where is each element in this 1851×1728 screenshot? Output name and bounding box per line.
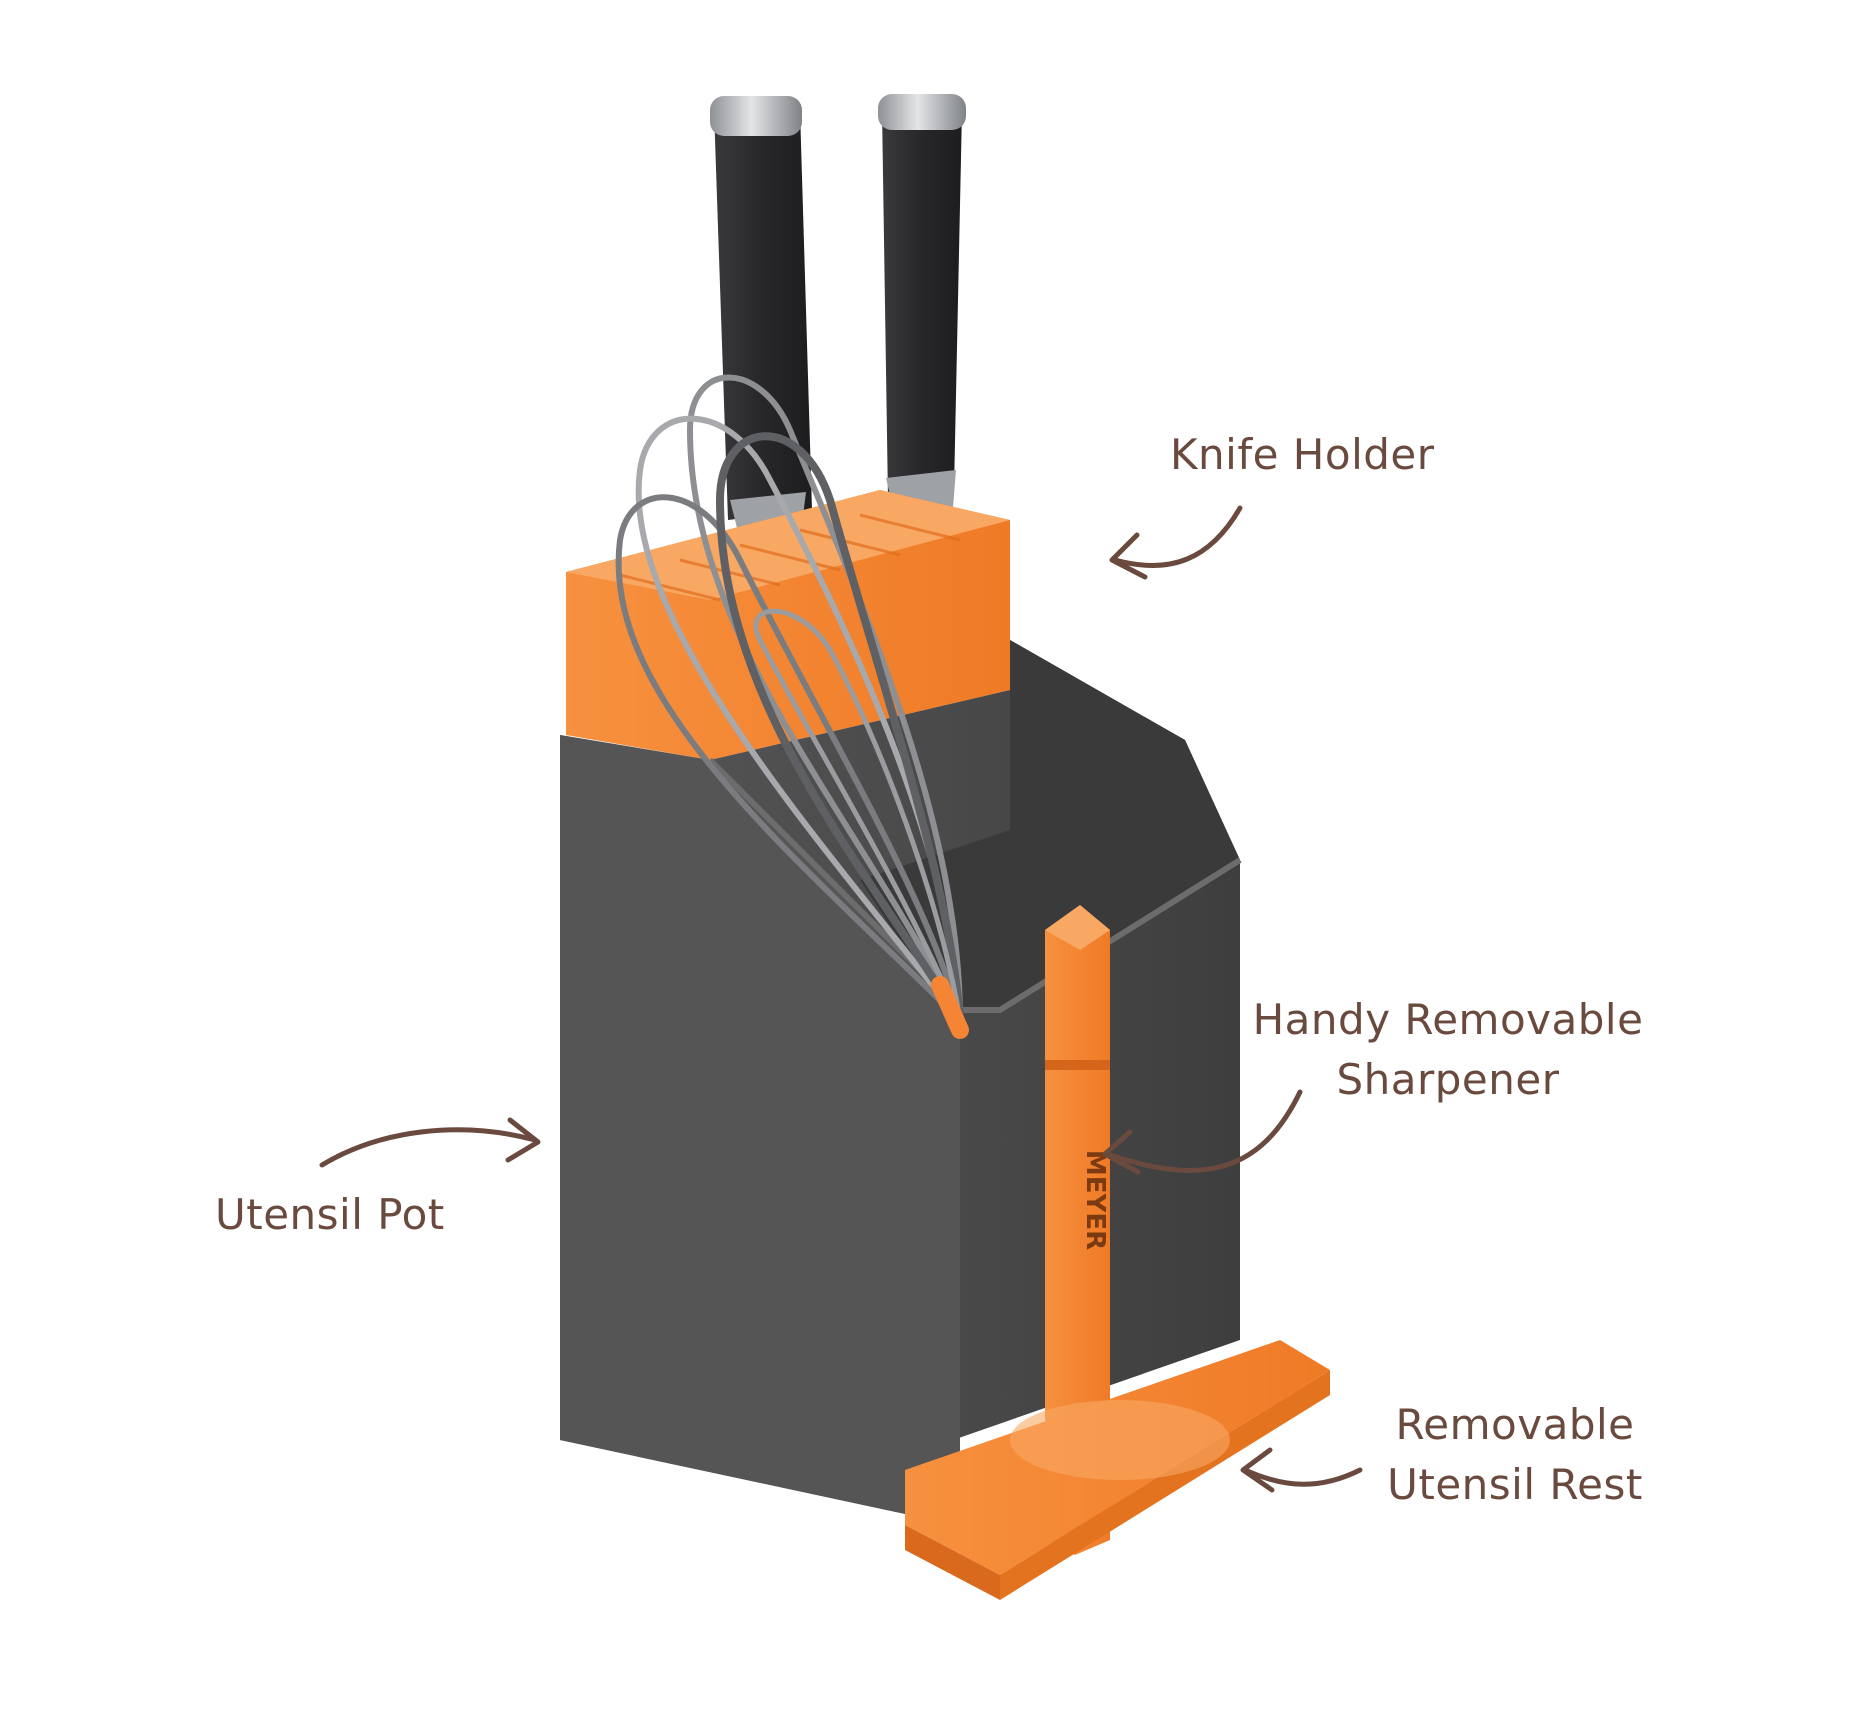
- label-rest-line2: Utensil Rest: [1387, 1460, 1643, 1509]
- label-sharpener-line1: Handy Removable: [1252, 995, 1644, 1044]
- label-handy-removable-sharpener: Handy Removable Sharpener: [1228, 990, 1668, 1110]
- label-removable-utensil-rest: Removable Utensil Rest: [1325, 1395, 1705, 1515]
- sharpener: MEYER: [1045, 905, 1110, 1555]
- whisk: [615, 374, 969, 1039]
- knife-right: [878, 94, 966, 528]
- arrow-sharpener-icon: [1102, 1089, 1303, 1175]
- arrow-knife-holder-icon: [1109, 505, 1243, 580]
- brand-mark: MEYER: [1080, 1150, 1110, 1250]
- arrow-utensil-pot-icon: [319, 1117, 541, 1168]
- arrow-utensil-rest-icon: [1240, 1447, 1363, 1493]
- knife-holder-insert: [566, 490, 1010, 760]
- label-knife-holder: Knife Holder: [1170, 430, 1435, 479]
- label-rest-line1: Removable: [1395, 1400, 1635, 1449]
- label-sharpener-line2: Sharpener: [1336, 1055, 1560, 1104]
- utensil-rest: [905, 1340, 1330, 1600]
- label-utensil-pot: Utensil Pot: [215, 1190, 445, 1239]
